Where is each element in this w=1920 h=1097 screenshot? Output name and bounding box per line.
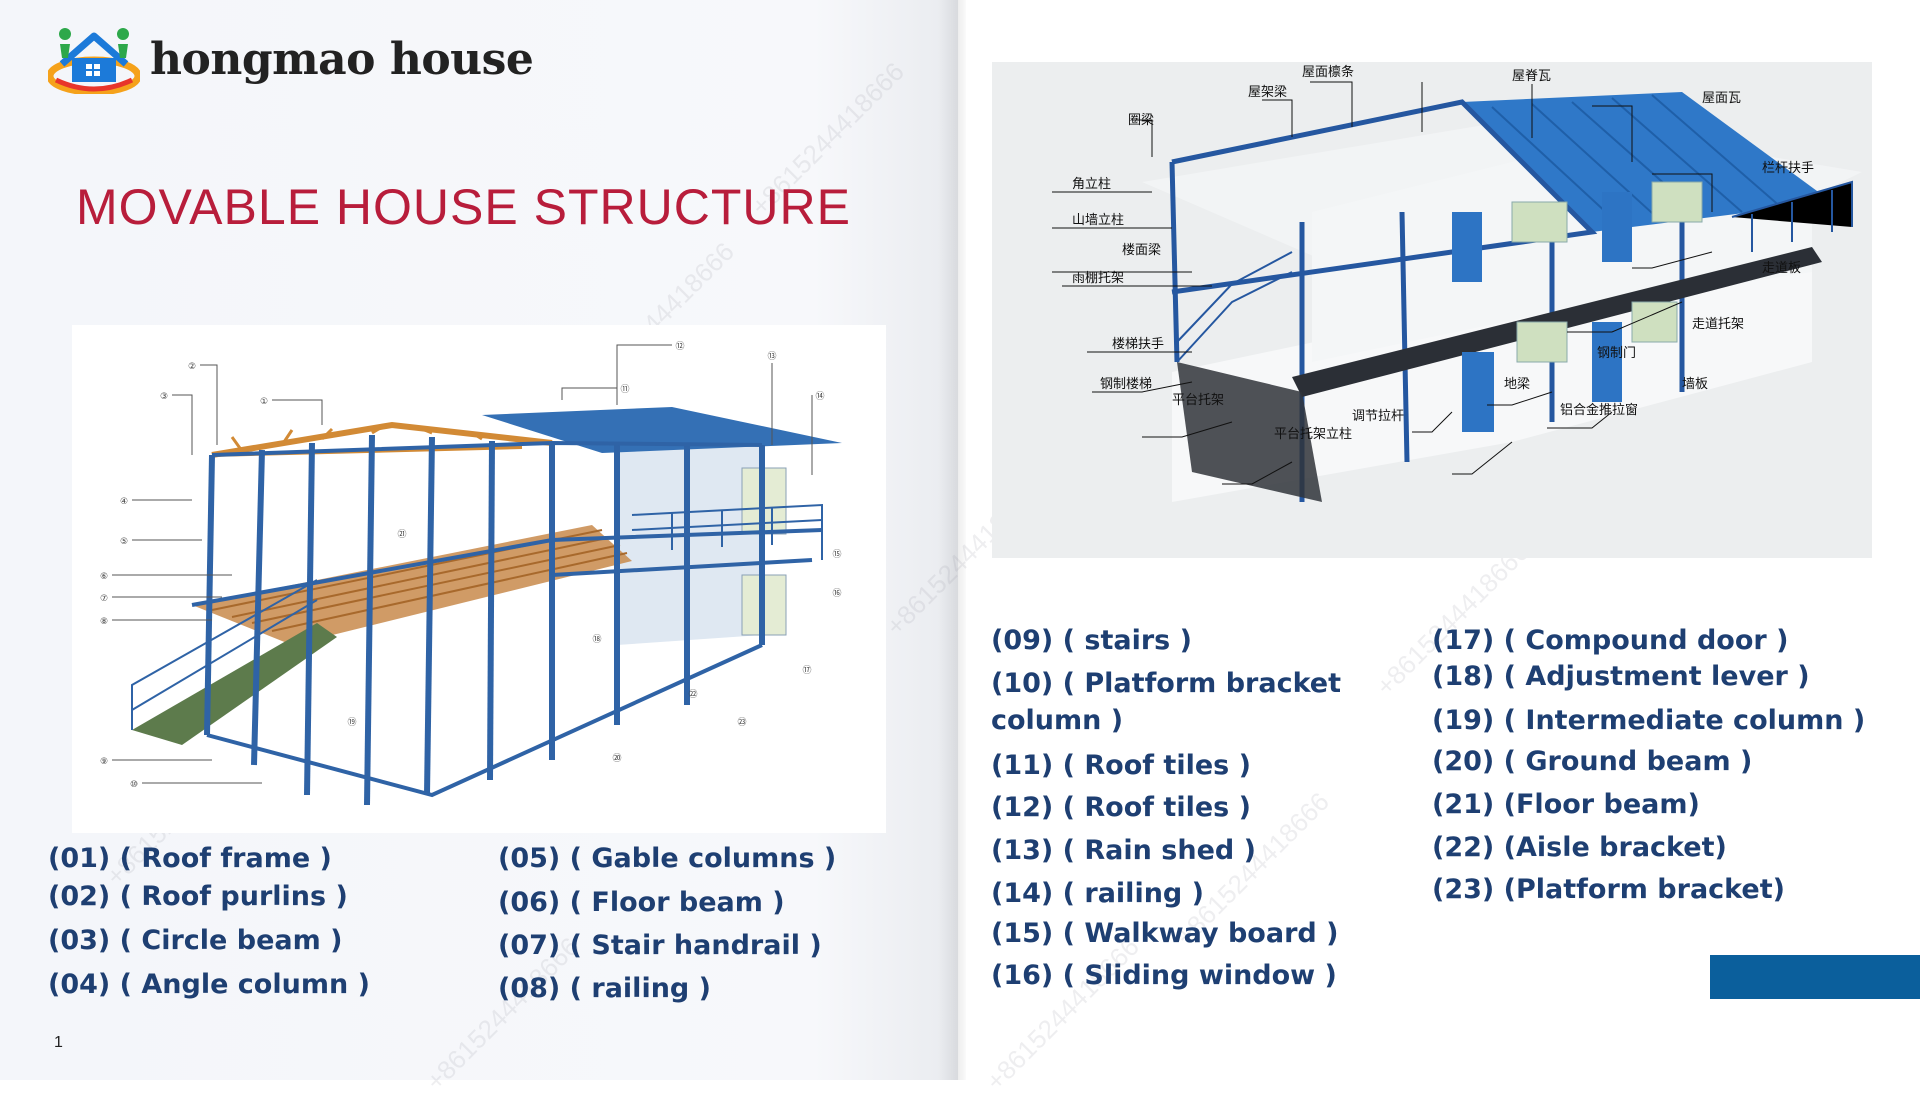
callout-number: ① (260, 397, 268, 407)
callout-number: ㉑ (397, 529, 406, 540)
legend-item: column ) (991, 705, 1124, 736)
callout-number: ⑮ (832, 549, 841, 560)
part-label: 屋脊瓦 (1512, 69, 1551, 84)
legend-item: (04) ( Angle column ) (48, 969, 370, 1000)
legend-item: (11) ( Roof tiles ) (991, 750, 1251, 781)
logo-house-icon (48, 28, 140, 94)
callout-number: ⑤ (120, 537, 128, 547)
part-labels-chinese: 屋面檩条 屋脊瓦 屋架梁 屋面瓦 圈梁 栏杆扶手 角立柱 山墙立柱 楼面梁 走道… (1072, 64, 1814, 442)
part-label: 角立柱 (1072, 177, 1111, 192)
callout-number: ⑯ (832, 588, 841, 599)
structure-photo-right: 屋面檩条 屋脊瓦 屋架梁 屋面瓦 圈梁 栏杆扶手 角立柱 山墙立柱 楼面梁 走道… (992, 62, 1872, 558)
part-label: 平台托架立柱 (1274, 427, 1352, 442)
callout-number: ⑧ (100, 617, 108, 627)
part-label: 圈梁 (1128, 113, 1154, 128)
part-label: 雨棚托架 (1072, 271, 1124, 286)
legend-item: (02) ( Roof purlins ) (48, 881, 348, 912)
page-spine-shadow (938, 0, 966, 1080)
part-label: 墙板 (1682, 377, 1708, 392)
legend-item: (15) ( Walkway board ) (991, 918, 1339, 949)
part-label: 钢制楼梯 (1100, 377, 1152, 392)
legend-item: (23) (Platform bracket) (1432, 874, 1785, 905)
legend-item: (08) ( railing ) (498, 973, 711, 1004)
diagram-number-callouts: ② ③ ① ④ ⑤ ⑥ ⑦ ⑧ ⑨ ⑩ ⑪ ⑫ ⑬ ⑭ ⑮ ⑯ ⑰ ⑱ ⑲ ⑳ … (100, 341, 842, 790)
callout-number: ⑫ (675, 341, 684, 352)
callout-number: ⑦ (100, 594, 108, 604)
part-label: 山墙立柱 (1072, 213, 1124, 228)
legend-item: (17) ( Compound door ) (1432, 625, 1789, 656)
part-label: 地梁 (1504, 377, 1530, 392)
callout-number: ④ (120, 497, 128, 507)
logo: hongmao house (48, 24, 534, 94)
structure-diagram-left: ② ③ ① ④ ⑤ ⑥ ⑦ ⑧ ⑨ ⑩ ⑪ ⑫ ⑬ ⑭ ⑮ ⑯ ⑰ ⑱ ⑲ ⑳ … (72, 325, 886, 833)
callout-number: ⑭ (815, 391, 824, 402)
callout-number: ㉓ (737, 717, 746, 728)
part-label: 屋面瓦 (1702, 91, 1741, 106)
part-label: 屋面檩条 (1302, 64, 1354, 80)
callout-number: ③ (160, 392, 168, 402)
legend-item: (16) ( Sliding window ) (991, 960, 1337, 991)
legend-item: (01) ( Roof frame ) (48, 843, 332, 874)
legend-item: (10) ( Platform bracket (991, 668, 1342, 699)
part-label: 楼梯扶手 (1112, 337, 1164, 352)
part-label: 铝合金推拉窗 (1560, 402, 1638, 418)
legend-item: (09) ( stairs ) (991, 625, 1192, 656)
legend-item: (21) (Floor beam) (1432, 789, 1700, 820)
callout-number: ㉒ (688, 689, 697, 700)
callout-number: ⑳ (612, 753, 621, 764)
callout-number: ⑬ (767, 351, 776, 362)
part-label: 钢制门 (1597, 346, 1636, 361)
page-number: 1 (54, 1034, 63, 1051)
callout-number: ⑰ (802, 665, 811, 676)
legend-item: (19) ( Intermediate column ) (1432, 705, 1866, 736)
legend-item: (14) ( railing ) (991, 878, 1204, 909)
legend-item: (05) ( Gable columns ) (498, 843, 837, 874)
callout-number: ② (188, 362, 196, 372)
legend-item: (07) ( Stair handrail ) (498, 930, 822, 961)
part-label: 走道托架 (1692, 317, 1744, 332)
legend-item: (06) ( Floor beam ) (498, 887, 785, 918)
callout-number: ⑩ (130, 780, 138, 790)
legend-item: (18) ( Adjustment lever ) (1432, 661, 1810, 692)
legend-item: (13) ( Rain shed ) (991, 835, 1256, 866)
callout-number: ⑥ (100, 572, 108, 582)
callout-number: ⑱ (592, 634, 601, 645)
logo-name: hongmao house (150, 33, 534, 85)
accent-bar (1710, 955, 1920, 999)
part-label: 屋架梁 (1248, 85, 1287, 100)
legend-item: (12) ( Roof tiles ) (991, 792, 1251, 823)
part-label: 走道板 (1762, 261, 1801, 276)
part-label: 栏杆扶手 (1762, 161, 1814, 176)
legend-item: (03) ( Circle beam ) (48, 925, 343, 956)
callout-number: ⑲ (347, 717, 356, 728)
part-label: 调节拉杆 (1352, 409, 1404, 424)
callout-number: ⑨ (100, 757, 108, 767)
part-label: 楼面梁 (1122, 243, 1161, 258)
legend-item: (22) (Aisle bracket) (1432, 832, 1727, 863)
page-title: MOVABLE HOUSE STRUCTURE (76, 179, 851, 235)
legend-item: (20) ( Ground beam ) (1432, 746, 1753, 777)
part-label: 平台托架 (1172, 393, 1224, 408)
callout-number: ⑪ (620, 384, 629, 395)
